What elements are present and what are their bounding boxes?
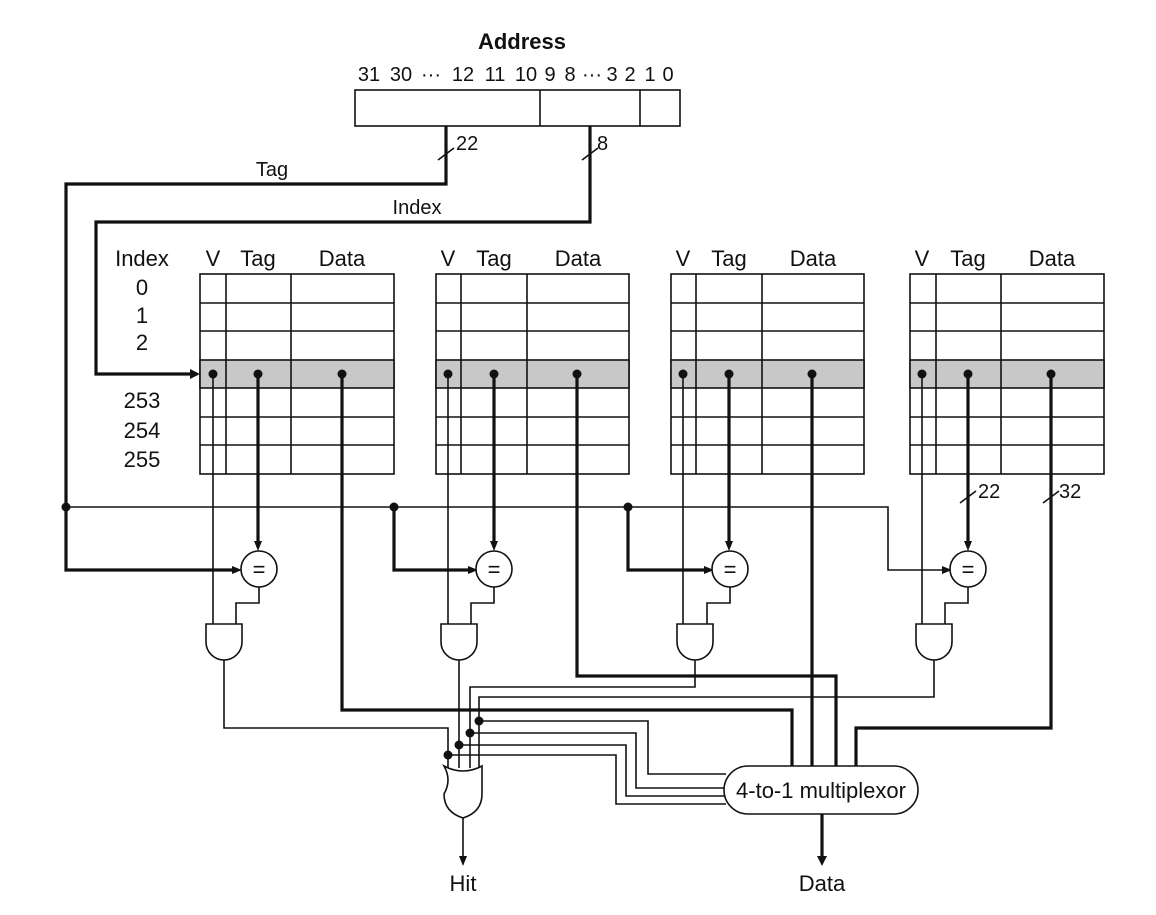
comparator-0-symbol: =	[253, 557, 266, 582]
tag-distribution-bus	[61, 502, 952, 574]
address-bit-ellipsis-high: ···	[421, 64, 441, 86]
way-2-data-header: Data	[790, 246, 837, 271]
data-output	[817, 814, 827, 866]
address-bit-11: 11	[485, 64, 506, 86]
tag-bus-width: 22	[456, 133, 478, 155]
address-bit-10: 10	[515, 64, 537, 86]
comparator-3-symbol: =	[962, 557, 975, 582]
comparators	[240, 550, 987, 588]
hit-output	[459, 818, 467, 866]
way-0-data-header: Data	[319, 246, 366, 271]
address-bit-12: 12	[452, 64, 474, 86]
cache-way-2: V Tag Data	[670, 246, 865, 475]
way-3-tag-header: Tag	[950, 246, 985, 271]
way-2-tag-header: Tag	[711, 246, 746, 271]
hit-select-wires	[223, 660, 935, 805]
index-bus-width: 8	[597, 133, 608, 155]
address-register	[354, 89, 681, 127]
cache-index-253: 253	[124, 388, 161, 413]
multiplexor-label: 4-to-1 multiplexor	[736, 778, 906, 803]
way-1-tag-header: Tag	[476, 246, 511, 271]
cache-index-2: 2	[136, 330, 148, 355]
index-bus	[94, 126, 599, 379]
way-0-selected-row	[199, 359, 395, 389]
compare-width-label: 22	[978, 481, 1000, 503]
address-bit-30: 30	[390, 64, 412, 86]
way-2-v-header: V	[676, 246, 691, 271]
way-1-selected-row	[435, 359, 630, 389]
way-3-v-header: V	[915, 246, 930, 271]
cache-index-254: 254	[124, 418, 161, 443]
address-bit-1: 1	[644, 64, 655, 86]
way-0-tag-header: Tag	[240, 246, 275, 271]
cache-index-1: 1	[136, 303, 148, 328]
address-bit-3: 3	[606, 64, 617, 86]
hit-label: Hit	[450, 871, 477, 896]
way-3-data-header: Data	[1029, 246, 1076, 271]
selected-row-taps	[208, 369, 1060, 624]
cache-index-header: Index	[115, 246, 169, 271]
address-bit-labels: 31 30 ··· 12 11 10 9 8 ··· 3 2 1 0	[358, 64, 674, 86]
cache-way-1: V Tag Data	[435, 246, 630, 475]
cache-index-0: 0	[136, 275, 148, 300]
way-1-v-header: V	[441, 246, 456, 271]
cache-way-0: V Tag Data	[199, 246, 395, 475]
comparator-outputs	[235, 587, 969, 624]
address-bit-2: 2	[624, 64, 635, 86]
address-bit-31: 31	[358, 64, 380, 86]
cache-way-3: V Tag Data	[909, 246, 1105, 475]
way-0-v-header: V	[206, 246, 221, 271]
tag-bus-label: Tag	[256, 159, 288, 181]
address-title: Address	[478, 29, 566, 54]
data-output-label: Data	[799, 871, 846, 896]
tag-bus	[64, 126, 455, 572]
address-bit-ellipsis-low: ···	[582, 64, 602, 86]
address-bit-0: 0	[662, 64, 673, 86]
cache-index-255: 255	[124, 447, 161, 472]
way-3-selected-row	[909, 359, 1105, 389]
index-bus-label: Index	[393, 197, 442, 219]
data-buses	[340, 374, 1053, 768]
or-gate	[441, 764, 483, 819]
way-1-data-header: Data	[555, 246, 602, 271]
address-bit-9: 9	[544, 64, 555, 86]
way-2-selected-row	[670, 359, 865, 389]
comparator-2-symbol: =	[724, 557, 737, 582]
comparator-1-symbol: =	[488, 557, 501, 582]
address-bit-8: 8	[564, 64, 575, 86]
data-width-label: 32	[1059, 481, 1081, 503]
and-gates	[205, 623, 953, 661]
